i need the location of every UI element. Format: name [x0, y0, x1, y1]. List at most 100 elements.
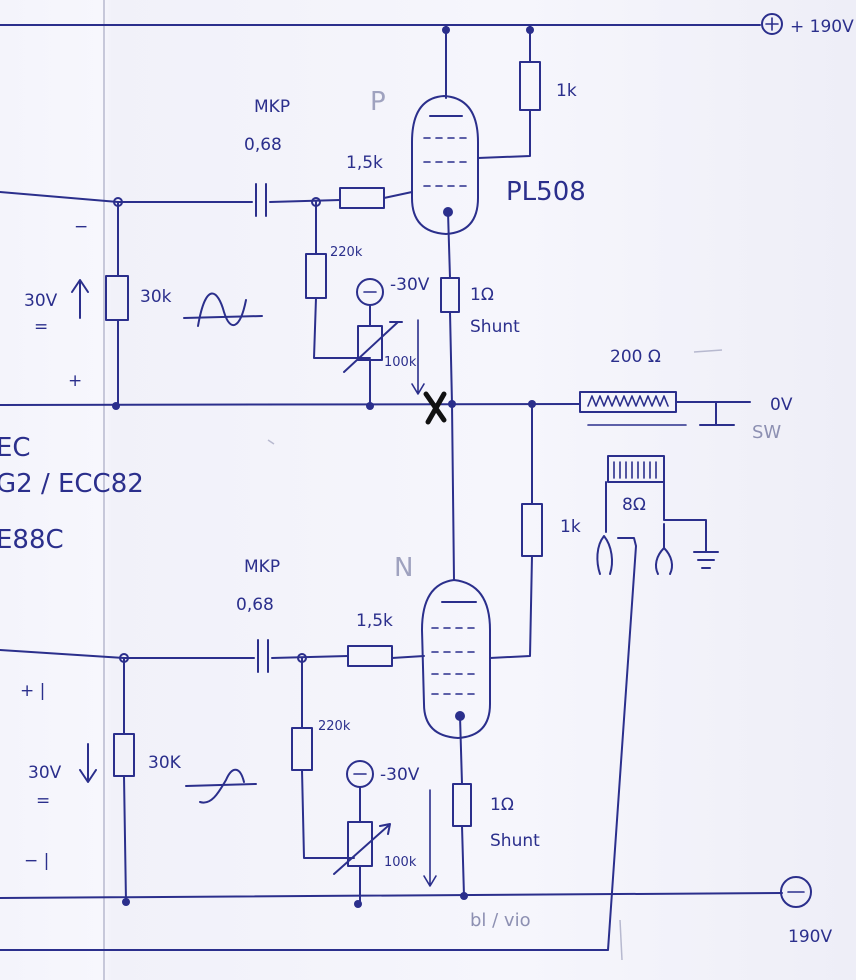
upper-input-voltage: 30V [24, 291, 58, 311]
lower-pot-arrow [333, 825, 389, 875]
lower-pot-node [354, 900, 362, 908]
node-cross-mark [423, 391, 447, 425]
upper-sine-axis [183, 315, 263, 319]
output-node-wire [0, 403, 581, 406]
lower-cathode-wire [459, 715, 465, 897]
lower-input-resistor-wire [123, 657, 127, 903]
lower-shunt-label: Shunt [490, 831, 540, 851]
lower-sine-axis [185, 783, 257, 787]
upper-grid-stopper-label: 1,5k [346, 153, 383, 173]
upper-cap-value: 0,68 [244, 135, 282, 155]
lower-coupling-cap [257, 639, 269, 673]
upper-grid-stopper [339, 187, 385, 209]
rail-negative-label: 190V [788, 927, 832, 947]
ground-label: 0V [770, 395, 793, 415]
upper-input-minus: − [74, 217, 88, 237]
wire-note: bl / vio [470, 910, 531, 931]
lower-current-arrow [423, 789, 437, 887]
lower-screen-resistor-label: 1k [560, 517, 581, 537]
lower-plate-lead [451, 403, 455, 581]
lower-grid-leak [291, 727, 313, 771]
lower-ground-node [122, 898, 130, 906]
lower-grid-leak-wire [301, 657, 355, 859]
rail-negative-terminal [780, 876, 812, 908]
lower-cap-value: 0,68 [236, 595, 274, 615]
upper-current-arrow [411, 319, 425, 395]
upper-plate-dot [442, 26, 450, 34]
lower-grid-stopper-label: 1,5k [356, 611, 393, 631]
lower-pot-arrowhead [379, 823, 391, 835]
upper-ground-node [112, 402, 120, 410]
upper-shunt-resistor [440, 277, 460, 313]
lower-input-voltage: 30V [28, 763, 62, 783]
lower-grid-leak-label: 220k [318, 719, 351, 734]
load-resistor-winding [587, 395, 669, 407]
lower-signal-wire [0, 649, 425, 659]
driver-note-line3: E88C [0, 525, 64, 555]
upper-tube-marker: P [370, 87, 386, 117]
upper-bias-label: -30V [390, 275, 430, 295]
upper-screen-dot [526, 26, 534, 34]
load-resistor [579, 391, 677, 413]
load-resistor-label: 200 Ω [610, 347, 661, 367]
upper-pot-node [366, 402, 374, 410]
upper-screen-resistor [519, 61, 541, 111]
driver-note-line2: G2 / ECC82 [0, 469, 144, 499]
upper-input-resistor [105, 275, 129, 321]
lower-voltage-arrow [79, 743, 97, 783]
upper-shunt-value: 1Ω [470, 285, 494, 305]
output-jack-1 [596, 535, 613, 575]
lower-cathode-node [460, 892, 468, 900]
ground-switch [699, 401, 735, 426]
upper-cathode-wire [447, 211, 453, 405]
upper-input-plus: + [68, 371, 82, 391]
driver-note-line1: EC [0, 433, 31, 463]
upper-tube-type: PL508 [506, 177, 586, 207]
lower-tube-envelope [421, 579, 491, 739]
lower-grid-stopper [347, 645, 393, 667]
upper-pot-arrow [343, 321, 403, 373]
pencil-mark-3 [619, 919, 623, 961]
rail-positive-label: + 190V [790, 17, 854, 37]
upper-voltage-arrow [71, 279, 89, 319]
speaker-load [607, 455, 665, 483]
lower-input-resistor-label: 30K [148, 753, 182, 773]
upper-tube-grids [423, 137, 467, 187]
lower-pot-label: 100k [384, 855, 417, 870]
pencil-mark [693, 349, 723, 353]
upper-sine-wave [197, 292, 247, 327]
lower-shunt-resistor [452, 783, 472, 827]
speaker-label: 8Ω [622, 495, 646, 515]
lower-screen-wire [489, 403, 533, 659]
switch-label: SW [752, 422, 781, 443]
lower-equals: = [36, 791, 50, 811]
lower-bias-pot [347, 821, 373, 867]
upper-pot-label: 100k [384, 355, 417, 370]
lower-input-resistor [113, 733, 135, 777]
lower-input-minus: − | [24, 851, 49, 871]
upper-bias-pot [357, 325, 383, 361]
lower-sine-wave [199, 768, 245, 804]
lower-screen-resistor [521, 503, 543, 557]
upper-cap-type: MKP [254, 97, 290, 117]
speaker-wires [605, 481, 707, 553]
lower-tube-grids [431, 627, 475, 695]
upper-screen-wire [477, 24, 531, 159]
lower-bias-label: -30V [380, 765, 420, 785]
output-jack-2 [655, 523, 673, 575]
jack-return-wire [0, 537, 637, 951]
ground-symbol [693, 551, 719, 569]
upper-grid-leak-label: 220k [330, 245, 363, 260]
lower-shunt-value: 1Ω [490, 795, 514, 815]
upper-shunt-label: Shunt [470, 317, 520, 337]
lower-tube-marker: N [394, 553, 413, 583]
lower-input-plus: + | [20, 681, 45, 701]
upper-signal-wire [0, 191, 413, 203]
upper-coupling-cap [255, 183, 267, 217]
rail-negative [0, 892, 783, 899]
plus-symbol [765, 17, 779, 31]
speaker-load-winding [613, 461, 657, 479]
upper-grid-leak-wire [313, 201, 371, 359]
